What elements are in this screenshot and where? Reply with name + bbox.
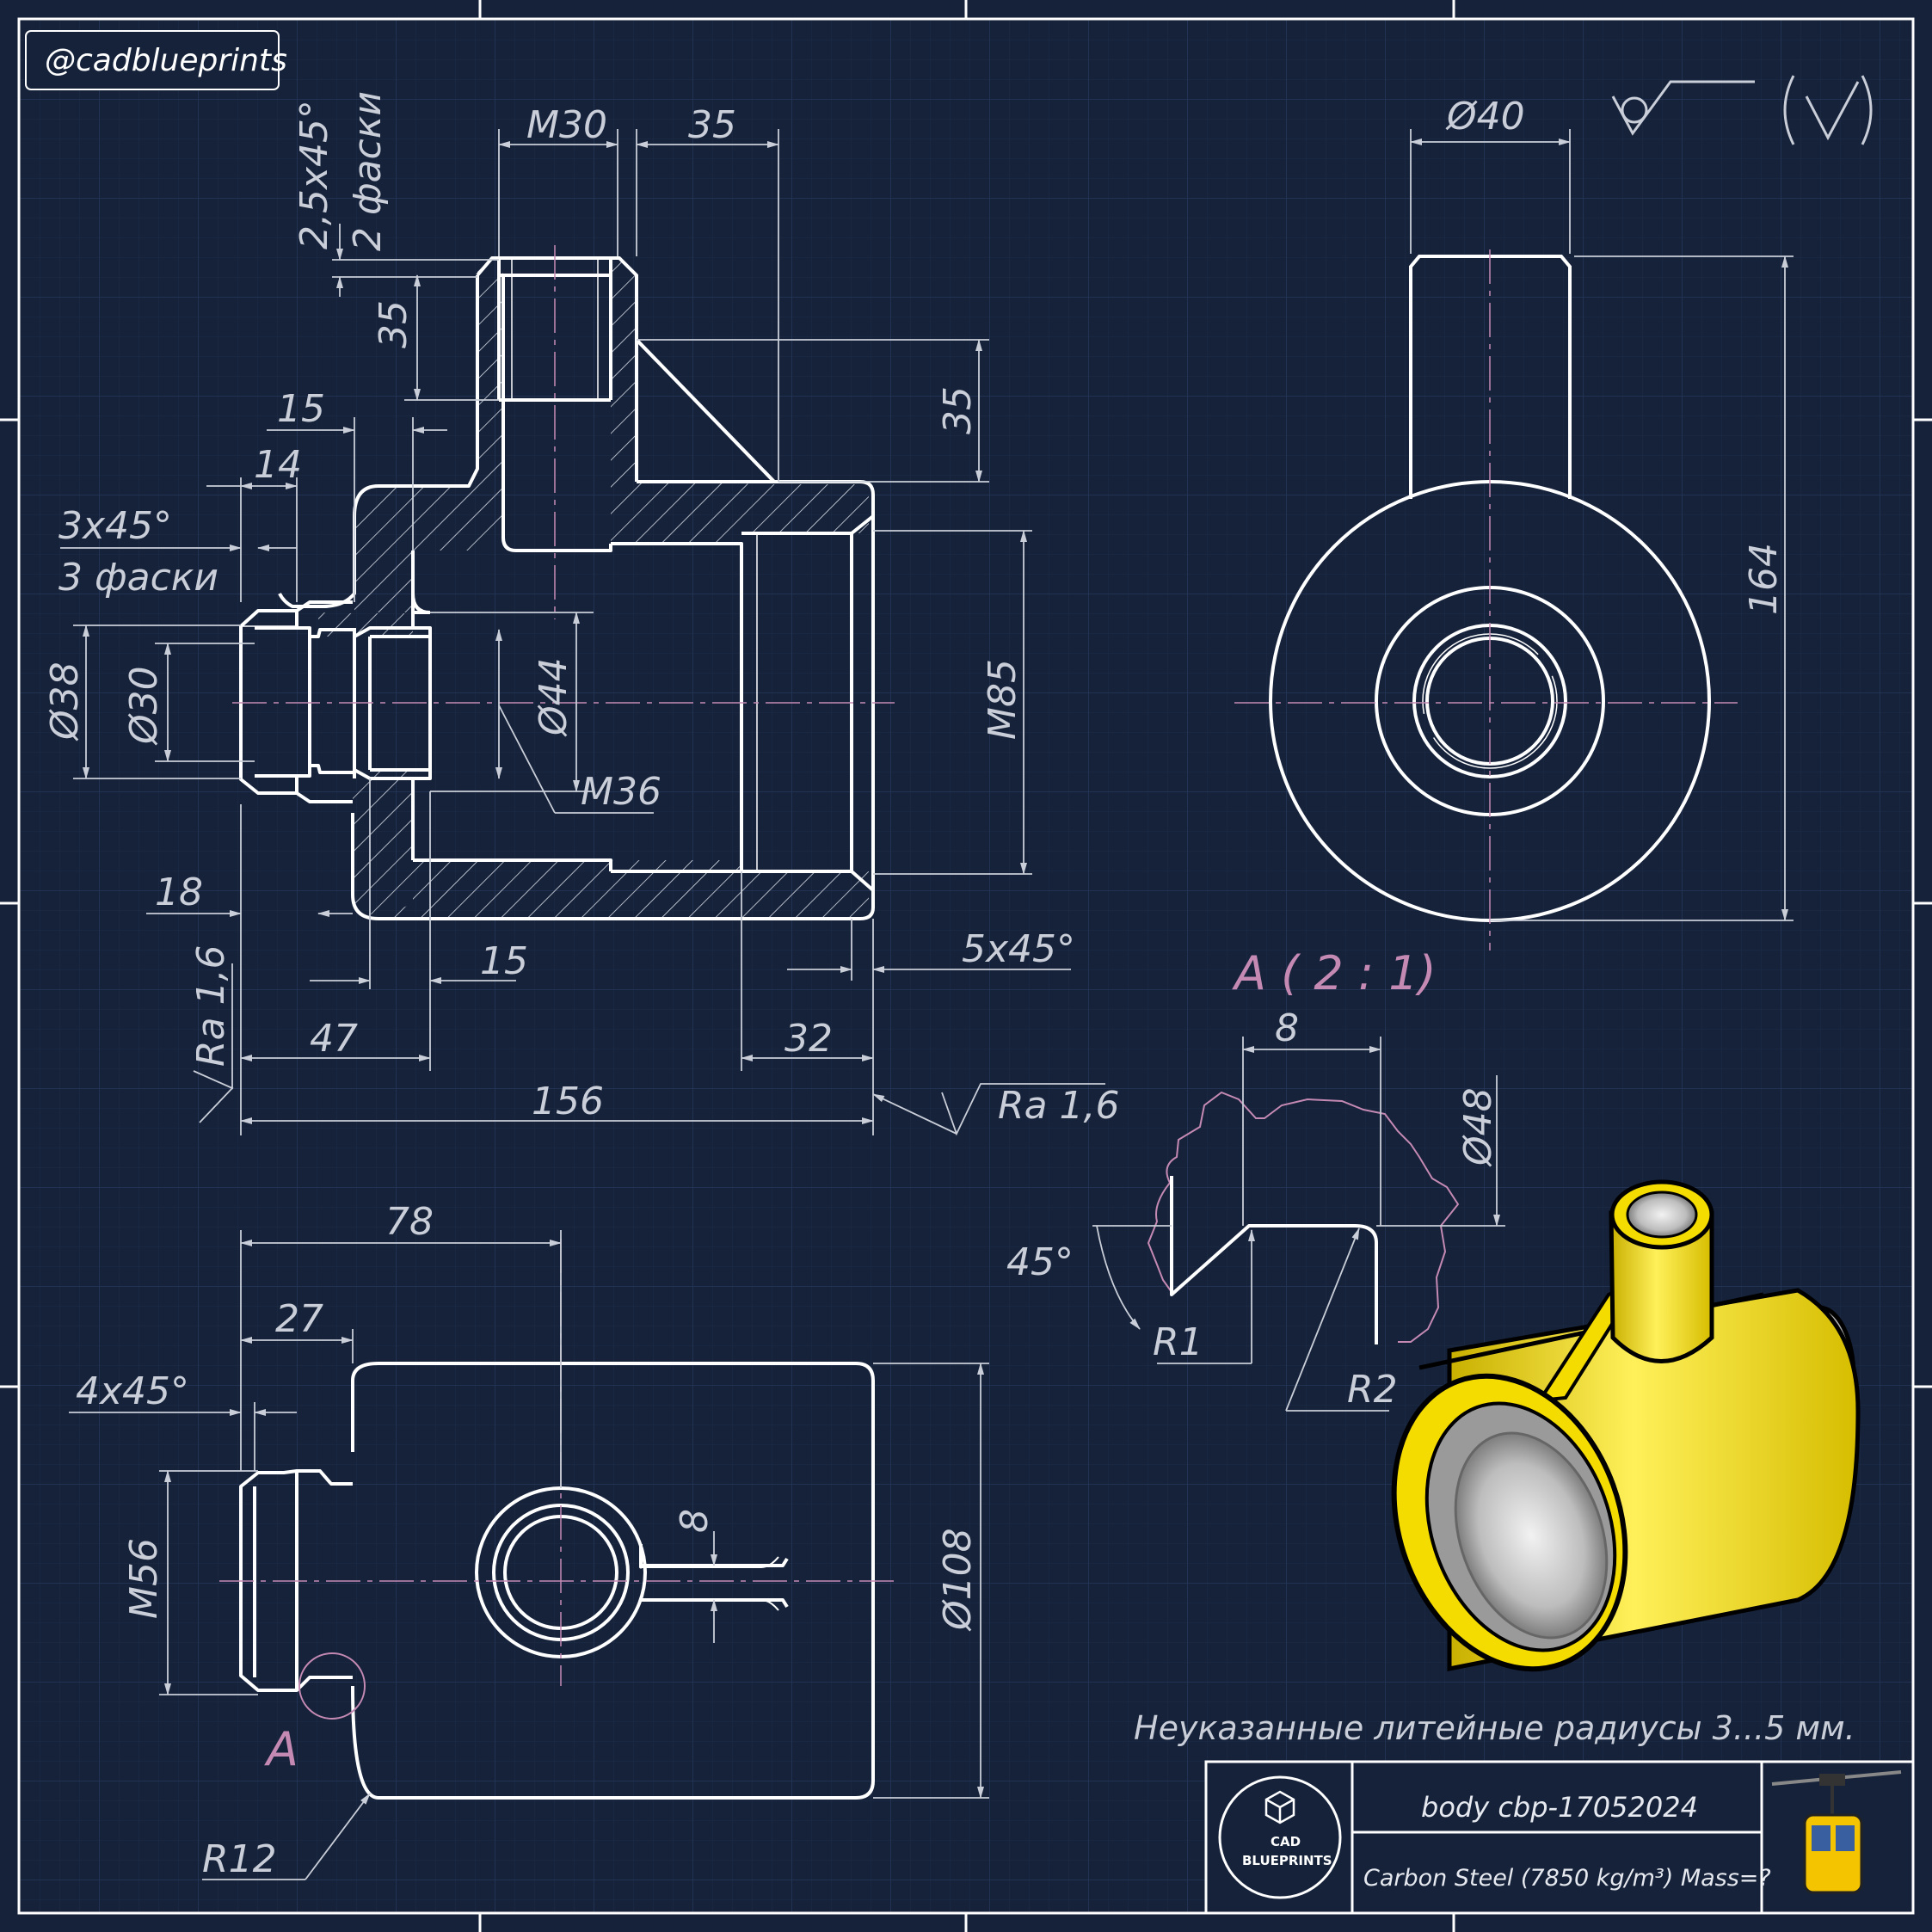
detail-a-view: A ( 2 : 1) 8 Ø48 45° R1 R2 xyxy=(1006,946,1505,1412)
dim-15-bottom: 15 xyxy=(480,939,528,983)
front-section-view xyxy=(232,245,895,920)
material-spec: Carbon Steel (7850 kg/m³) Mass=? xyxy=(1363,1865,1771,1892)
logo-line-1: CAD xyxy=(1271,1834,1301,1849)
dim-35-top: 35 xyxy=(688,103,736,147)
roughness-left: Ra 1,6 xyxy=(189,945,233,1068)
dim-18: 18 xyxy=(155,871,203,914)
dim-14: 14 xyxy=(254,443,302,487)
dim-164: 164 xyxy=(1742,543,1786,615)
dim-m56: M56 xyxy=(122,1538,166,1619)
handle-badge: @cadblueprints xyxy=(25,30,287,90)
detail-radius-1: R1 xyxy=(1153,1320,1203,1364)
dim-chamfer-5: 5x45° xyxy=(962,927,1075,971)
chamfer-left-size: 3x45° xyxy=(58,504,172,548)
detail-dim-8: 8 xyxy=(1275,1006,1299,1050)
top-view-dimensions xyxy=(69,1230,989,1880)
dim-156: 156 xyxy=(532,1080,604,1123)
dim-35-right: 35 xyxy=(936,386,980,434)
detail-dia-48: Ø48 xyxy=(1456,1087,1500,1167)
detail-a-title: A ( 2 : 1) xyxy=(1232,946,1437,1000)
top-view-labels: 78 27 4x45° M56 8 Ø108 R12 A xyxy=(76,1200,980,1881)
detail-radius-2: R2 xyxy=(1347,1368,1398,1412)
surface-finish-symbol-icon xyxy=(1611,75,1873,145)
dim-27: 27 xyxy=(275,1297,323,1341)
dim-15-top: 15 xyxy=(277,387,325,431)
chamfer-left-count: 3 фаски xyxy=(58,556,218,600)
casting-radius-note: Неуказанные литейные радиусы 3...5 мм. xyxy=(1134,1709,1855,1747)
dim-dia-40: Ø40 xyxy=(1445,95,1525,138)
front-view-dimensions xyxy=(60,129,1105,1136)
dim-dia-38: Ø38 xyxy=(43,661,87,741)
chamfer-top-size: 2,5x45° xyxy=(292,100,336,249)
detail-a-callout-circle xyxy=(298,1652,366,1720)
cable-car-icon xyxy=(1771,1770,1902,1894)
top-view-break-lines xyxy=(641,1556,779,1611)
dim-8-top: 8 xyxy=(673,1509,717,1533)
dim-47: 47 xyxy=(310,1017,358,1061)
logo-line-2: BLUEPRINTS xyxy=(1242,1853,1332,1868)
dim-32: 32 xyxy=(784,1017,833,1061)
handle-text: @cadblueprints xyxy=(45,43,287,78)
roughness-right: Ra 1,6 xyxy=(998,1084,1120,1128)
part-3d-render xyxy=(1391,1179,1861,1672)
side-view-centerlines xyxy=(1234,249,1738,951)
dim-dia-108: Ø108 xyxy=(936,1528,980,1632)
dim-78: 78 xyxy=(385,1200,434,1244)
front-view-labels: M30 35 35 35 2,5x45° 2 фаски 15 14 3x45°… xyxy=(43,91,1120,1128)
dim-35-left: 35 xyxy=(372,300,415,348)
title-block: CAD BLUEPRINTS body cbp-17052024 Carbon … xyxy=(1204,1760,1915,1915)
part-name: body cbp-17052024 xyxy=(1421,1791,1698,1824)
dim-m85: M85 xyxy=(981,659,1024,740)
dim-r12: R12 xyxy=(202,1837,277,1881)
dim-chamfer-4: 4x45° xyxy=(76,1369,189,1413)
section-mark-a: A xyxy=(264,1722,298,1776)
dim-dia-44: Ø44 xyxy=(532,657,575,737)
chamfer-top-count: 2 фаски xyxy=(346,91,390,251)
side-view-dimensions xyxy=(1410,129,1794,921)
dim-m36: M36 xyxy=(581,770,661,814)
dim-m30: M30 xyxy=(526,103,607,147)
dim-dia-30: Ø30 xyxy=(122,666,166,746)
cad-blueprints-logo-icon: CAD BLUEPRINTS xyxy=(1218,1775,1342,1899)
detail-angle-45: 45° xyxy=(1006,1240,1074,1284)
